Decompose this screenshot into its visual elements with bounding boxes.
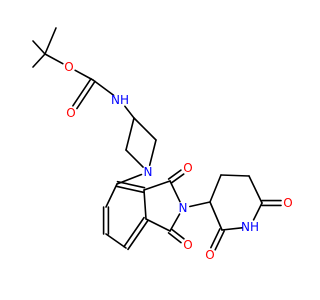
- bond-line: [124, 105, 135, 119]
- atom-label-nh1: NH: [111, 93, 129, 107]
- single-bond-nh1-az3: [124, 105, 135, 119]
- bond-line: [72, 77, 92, 107]
- bond-line: [145, 218, 171, 232]
- single-bond-cq-oe: [44, 53, 64, 65]
- single-bond-p3-p4: [209, 174, 222, 203]
- atom-label-oc: O: [66, 106, 75, 120]
- bond-line: [169, 180, 181, 203]
- single-bond-p5-p6: [248, 175, 263, 204]
- bond-line: [143, 189, 147, 220]
- bond-line: [125, 117, 135, 151]
- double-bond-p2-o2: [210, 228, 225, 251]
- bond-line: [252, 202, 263, 221]
- bond-line: [143, 180, 171, 191]
- single-bond-oe-cc: [74, 69, 94, 81]
- single-bond-az4-n1: [148, 139, 157, 167]
- bond-line: [125, 149, 144, 168]
- single-bond-az3-az4: [133, 117, 157, 141]
- single-bond-p4-p5: [220, 174, 250, 177]
- bond-line: [44, 27, 57, 55]
- single-bond-me1-cq: [44, 27, 57, 55]
- single-bond-c1-ar7a: [145, 218, 171, 232]
- bond-line: [189, 201, 211, 208]
- bond-line: [209, 174, 222, 203]
- single-bond-ar5-ar4: [105, 183, 118, 208]
- single-bond-me3-cq: [32, 53, 46, 68]
- single-bond-az2-n1: [125, 149, 144, 168]
- atom-label-nh2: NH: [241, 220, 259, 234]
- atom-label-n2: N: [179, 201, 188, 215]
- atom-label-n1: N: [144, 165, 153, 179]
- bond-line: [210, 228, 221, 249]
- single-bond-nh2-p2: [221, 227, 243, 231]
- double-bond-ar6-ar5: [102, 206, 110, 235]
- bond-line: [170, 228, 185, 240]
- bond-line: [74, 69, 94, 81]
- single-bond-cc-nh1: [92, 79, 115, 97]
- bond-line: [32, 40, 46, 55]
- bond-line: [148, 139, 157, 167]
- single-bond-n2-p3: [189, 201, 211, 208]
- double-bond-c1-o1: [167, 228, 185, 244]
- bond-line: [167, 232, 182, 244]
- single-bond-n2-c1: [169, 213, 181, 232]
- bond-line: [105, 233, 127, 249]
- bond-line: [127, 219, 149, 251]
- single-bond-ar3a-ar7a: [143, 189, 147, 220]
- bond-line: [105, 183, 118, 208]
- atom-label-o1: O: [183, 238, 192, 252]
- bond-line: [92, 79, 115, 97]
- canvas-background: [0, 0, 300, 300]
- single-bond-p6-nh2: [252, 202, 263, 221]
- bond-line: [170, 173, 185, 184]
- atom-label-o3: O: [183, 161, 192, 175]
- bond-line: [248, 175, 263, 204]
- single-bond-ar3a-c3: [143, 180, 171, 191]
- atom-label-o6: O: [283, 196, 292, 210]
- double-bond-ar4-ar3a: [115, 180, 146, 194]
- bond-line: [167, 169, 182, 180]
- single-bond-c3-n2: [169, 180, 181, 203]
- single-bond-me2-cq: [32, 40, 46, 55]
- atom-label-oe: O: [64, 60, 73, 74]
- bond-line: [169, 213, 181, 232]
- bond-line: [116, 180, 146, 189]
- double-bond-p6-o6: [261, 199, 282, 207]
- bond-line: [214, 230, 225, 251]
- atom-label-o2: O: [205, 248, 214, 262]
- bond-line: [209, 201, 223, 231]
- double-bond-c3-o3: [167, 169, 185, 184]
- double-bond-ar7a-ar7: [123, 216, 149, 251]
- single-bond-ar7-ar6: [105, 233, 127, 249]
- single-bond-p2-p3: [209, 201, 223, 231]
- bond-line: [76, 80, 96, 110]
- bond-line: [220, 174, 250, 177]
- bond-line: [123, 216, 145, 248]
- bond-line: [115, 185, 145, 194]
- single-bond-az3-az2: [125, 117, 135, 151]
- bond-line: [133, 117, 157, 141]
- bond-line: [32, 53, 46, 68]
- bonds-layer: [32, 27, 282, 251]
- bond-line: [221, 227, 243, 231]
- bond-line: [44, 53, 64, 65]
- double-bond-cc-oc: [72, 77, 96, 110]
